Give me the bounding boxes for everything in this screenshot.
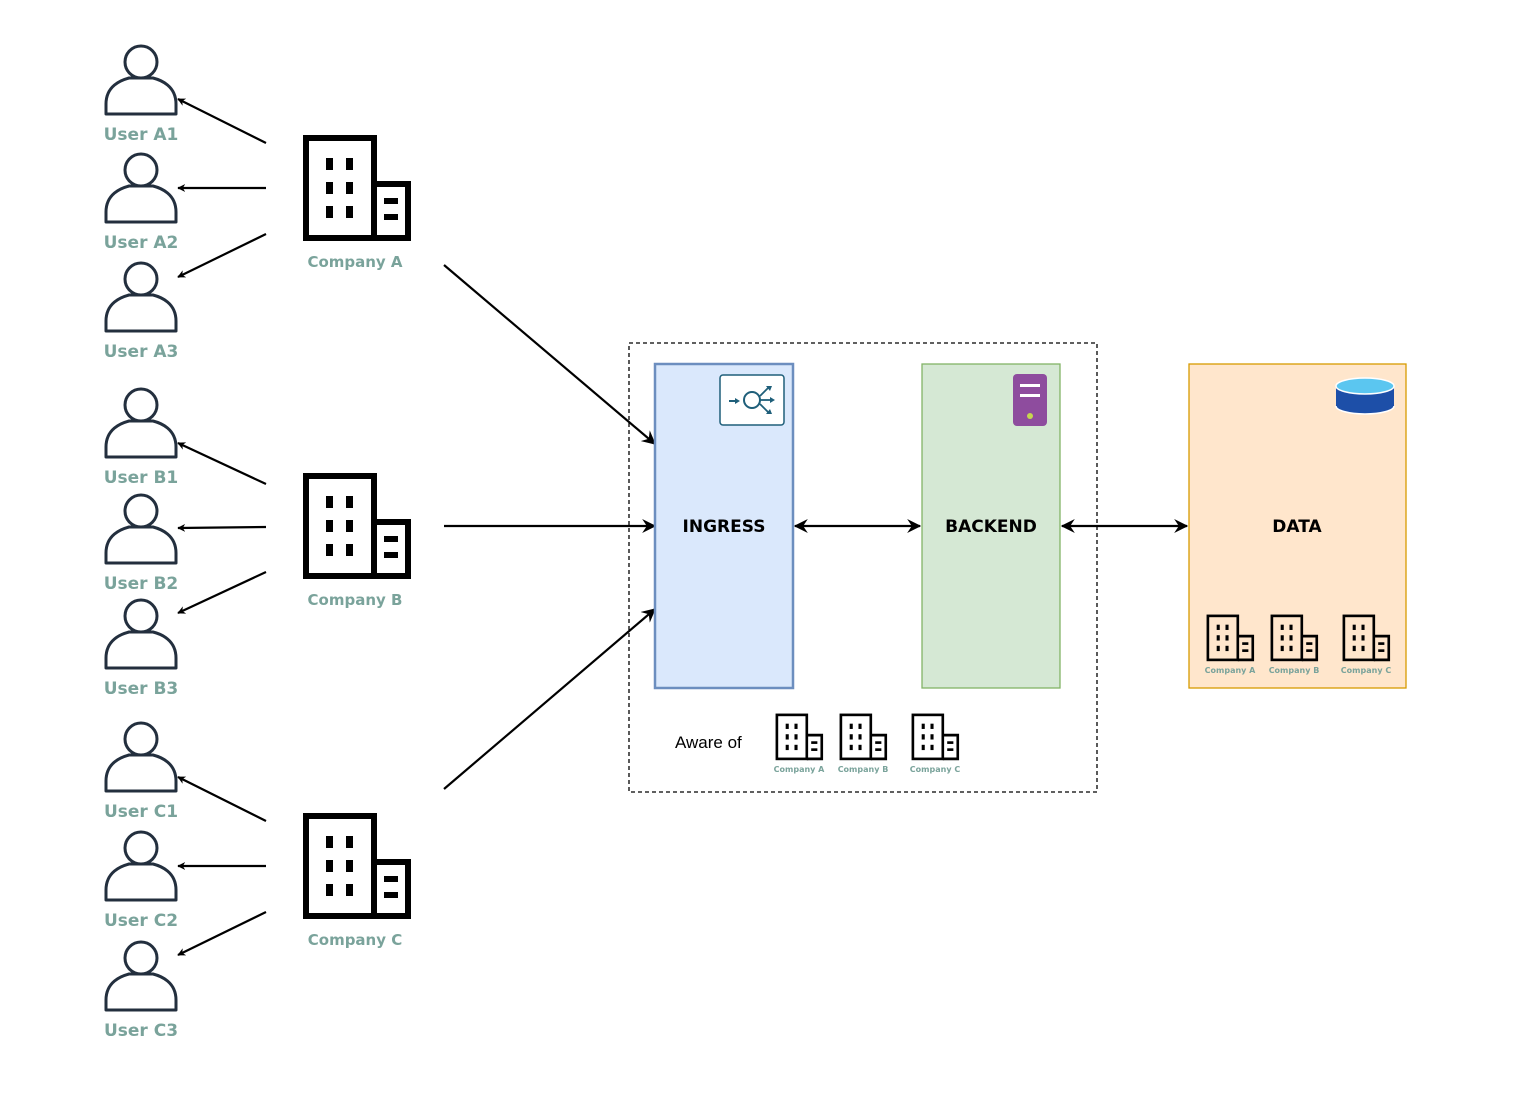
edge-b-b2 [177, 523, 267, 532]
user-label: User C2 [104, 911, 178, 931]
user-b3: User B3 [104, 598, 179, 699]
aware-of-label: Aware of [675, 733, 742, 752]
ingress-label: INGRESS [683, 517, 766, 537]
database-icon [1335, 377, 1395, 415]
user-c2: User C2 [104, 830, 178, 931]
company-label: Company B [1269, 666, 1320, 675]
user-icon [104, 940, 178, 1012]
user-icon [104, 598, 178, 670]
user-icon [104, 493, 178, 565]
platform-group [628, 342, 1098, 793]
user-icon [104, 261, 178, 333]
data-label: DATA [1272, 517, 1322, 537]
edge-b-b3 [177, 571, 267, 614]
user-icon [104, 721, 178, 793]
user-icon [104, 387, 178, 459]
user-label: User B2 [104, 574, 179, 594]
user-c1: User C1 [104, 721, 178, 822]
company-to-user-edges [177, 98, 267, 956]
user-a2: User A2 [104, 152, 179, 253]
load-balancer-icon [719, 374, 785, 426]
user-a1: User A1 [104, 44, 179, 145]
company-label: Company B [838, 765, 889, 774]
user-label: User C1 [104, 802, 178, 822]
user-label: User A2 [104, 233, 179, 253]
user-b2: User B2 [104, 493, 179, 594]
company-label: Company C [1341, 666, 1392, 675]
user-label: User C3 [104, 1021, 178, 1041]
building-icon [306, 816, 408, 916]
edge-c-ingress [443, 608, 656, 790]
backend-label: BACKEND [945, 517, 1037, 537]
ingress-box: INGRESS [653, 362, 795, 690]
company-label: Company A [774, 765, 826, 774]
aware-of-row: Aware of Company A Company B Company C [675, 713, 961, 774]
company-label: Company A [307, 253, 402, 271]
user-label: User B3 [104, 679, 179, 699]
user-icon [104, 830, 178, 902]
server-icon [1013, 374, 1047, 426]
user-c3: User C3 [104, 940, 178, 1041]
building-icon [306, 138, 408, 238]
data-box: DATA Company A Company B Company C [1188, 363, 1407, 689]
company-to-ingress-edges [443, 264, 657, 790]
user-icon [104, 152, 178, 224]
aware-company-a: Company A [774, 713, 826, 774]
data-rect [1188, 363, 1407, 689]
company-label: Company C [308, 931, 403, 949]
user-icon [104, 44, 178, 116]
user-label: User B1 [104, 468, 179, 488]
backend-box: BACKEND [921, 363, 1061, 689]
building-icon [306, 476, 408, 576]
building-icon [911, 713, 960, 761]
edge-a-a3 [177, 233, 267, 278]
data-company-c: Company C [1341, 614, 1392, 675]
company-label: Company A [1205, 666, 1257, 675]
edge-c-c1 [177, 776, 267, 822]
company-c: Company C [306, 816, 408, 949]
edge-b-b1 [177, 442, 267, 485]
company-label: Company C [910, 765, 961, 774]
building-icon [839, 713, 888, 761]
edge-a-ingress [443, 264, 656, 445]
edge-c-c3 [177, 911, 267, 956]
data-company-a: Company A [1205, 614, 1257, 675]
company-a: Company A [306, 138, 408, 271]
building-icon [775, 713, 824, 761]
company-label: Company B [308, 591, 403, 609]
company-b: Company B [306, 476, 408, 609]
aware-company-c: Company C [910, 713, 961, 774]
aware-company-b: Company B [838, 713, 889, 774]
user-b1: User B1 [104, 387, 179, 488]
data-company-b: Company B [1269, 614, 1320, 675]
user-a3: User A3 [104, 261, 179, 362]
user-label: User A3 [104, 342, 179, 362]
user-label: User A1 [104, 125, 179, 145]
edge-a-a1 [177, 98, 267, 144]
